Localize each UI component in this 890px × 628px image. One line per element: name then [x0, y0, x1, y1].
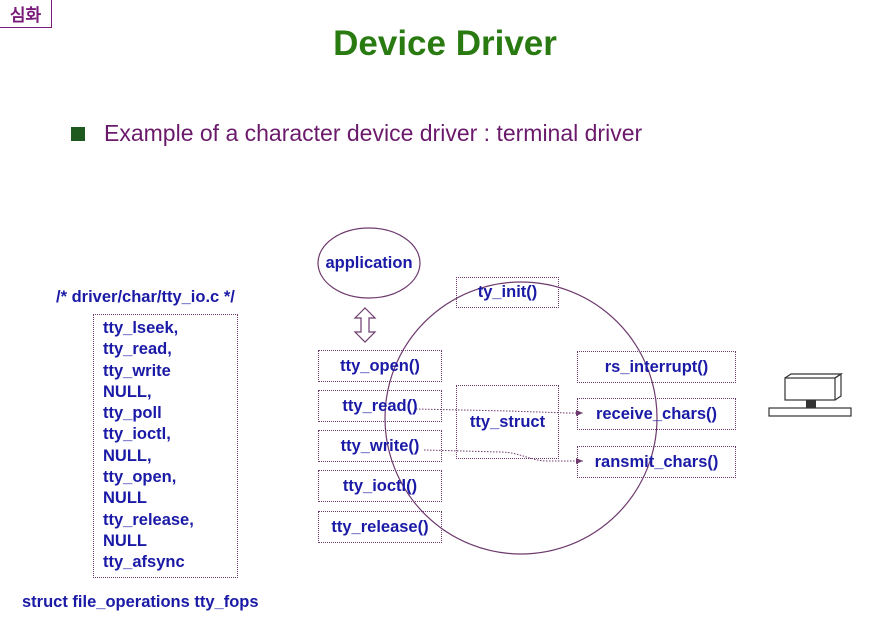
receive-chars-box: receive_chars() — [577, 398, 736, 430]
tty-struct-box: tty_struct — [456, 385, 559, 459]
fops-entry: tty_read, — [103, 340, 172, 359]
bullet-text: Example of a character device driver : t… — [104, 120, 643, 146]
double-arrow-icon — [353, 307, 377, 343]
application-label: application — [325, 253, 413, 272]
receive-chars-label: receive_chars() — [595, 404, 718, 423]
read-connector — [415, 408, 583, 416]
fops-entry: tty_open, — [103, 468, 177, 487]
init-label: ty_init() — [477, 283, 538, 301]
struct-label: struct file_operations tty_fops — [22, 593, 259, 611]
init-box: ty_init() — [456, 277, 559, 308]
fops-entry: tty_write — [103, 361, 171, 380]
fops-entry: tty_release, — [103, 510, 194, 529]
fops-entry: NULL, — [103, 446, 152, 465]
fn-box-release: tty_release() — [318, 511, 442, 543]
fn-label-release: tty_release() — [331, 517, 429, 536]
fops-entry: tty_ioctl, — [103, 425, 171, 444]
fn-label-read: tty_read() — [342, 396, 418, 415]
slide-title: Device Driver — [333, 24, 557, 63]
rs-interrupt-box: rs_interrupt() — [577, 351, 736, 383]
fops-entry: NULL — [103, 489, 147, 508]
fn-box-read: tty_read() — [318, 390, 442, 422]
rs-interrupt-label: rs_interrupt() — [604, 357, 709, 376]
kernel-circle — [384, 281, 658, 555]
fops-entry: tty_poll — [103, 404, 162, 423]
fops-entry: NULL — [103, 531, 147, 550]
fn-label-ioctl: tty_ioctl() — [342, 476, 418, 495]
fops-list: tty_lseek, tty_read, tty_write NULL, tty… — [103, 318, 194, 574]
fops-entry: tty_afsync — [103, 553, 185, 572]
transmit-chars-box: ransmit_chars() — [577, 446, 736, 478]
fops-box — [93, 314, 238, 578]
transmit-chars-label: ransmit_chars() — [594, 452, 719, 471]
fn-box-write: tty_write() — [318, 430, 442, 462]
fops-entry: NULL, — [103, 382, 152, 401]
section-tag: 심화 — [0, 0, 52, 28]
fn-label-open: tty_open() — [340, 356, 420, 375]
fn-box-ioctl: tty_ioctl() — [318, 470, 442, 502]
bullet-square-icon — [71, 127, 85, 141]
tty-struct-label: tty_struct — [469, 412, 546, 431]
fn-box-open: tty_open() — [318, 350, 442, 382]
terminal-icon — [768, 372, 852, 417]
file-path-label: /* driver/char/tty_io.c */ — [56, 288, 235, 306]
fn-label-write: tty_write() — [340, 436, 420, 455]
write-connector — [423, 449, 583, 464]
fops-entry: tty_lseek, — [103, 319, 179, 337]
application-ellipse — [317, 227, 421, 299]
